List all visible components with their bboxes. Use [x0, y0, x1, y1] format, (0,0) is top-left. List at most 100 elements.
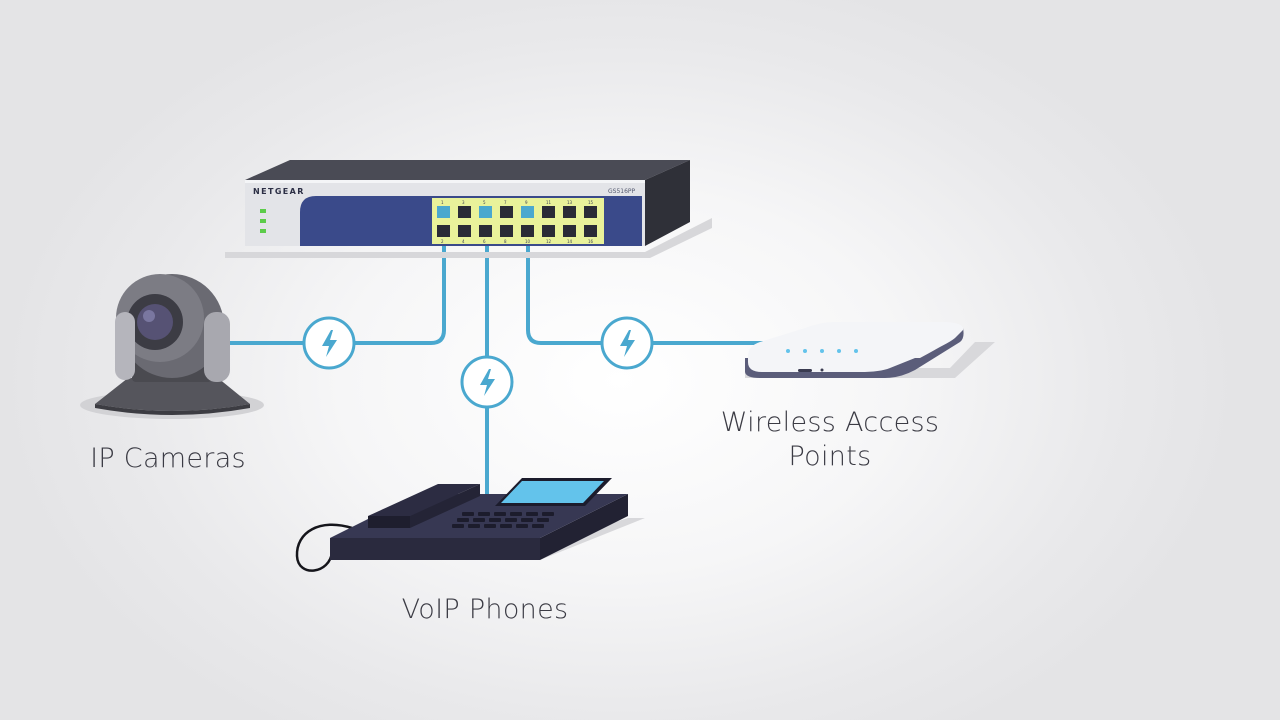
phone-key — [500, 524, 512, 528]
port-number: 11 — [546, 200, 552, 205]
port-area — [432, 198, 604, 244]
phone-key — [526, 512, 538, 516]
port-number: 14 — [567, 239, 573, 244]
port-number: 12 — [546, 239, 552, 244]
ethernet-port — [479, 225, 492, 237]
port-number: 8 — [504, 239, 507, 244]
phone-key — [537, 518, 549, 522]
ethernet-port — [521, 206, 534, 218]
phone-handset-side — [410, 484, 480, 528]
ethernet-ports — [437, 206, 597, 237]
port-number: 7 — [504, 200, 507, 205]
phone-key — [473, 518, 485, 522]
ap-led — [803, 349, 807, 353]
port-number: 3 — [462, 200, 465, 205]
phone-screen — [501, 481, 604, 503]
camera-arm-right — [204, 312, 230, 382]
phone-base-side — [540, 494, 628, 560]
poe-lightning-icon — [302, 316, 356, 370]
cable-camera — [223, 220, 446, 345]
phone-key — [484, 524, 496, 528]
port-number: 15 — [588, 200, 594, 205]
phone-key — [494, 512, 506, 516]
camera-base-rim — [95, 404, 250, 415]
port-number: 5 — [483, 200, 486, 205]
switch-brand: NETGEAR — [253, 187, 305, 196]
phone-key — [510, 512, 522, 516]
ap-led — [837, 349, 841, 353]
ethernet-port — [437, 225, 450, 237]
ap-status-leds — [786, 349, 858, 353]
ap-body-top — [748, 322, 964, 372]
ethernet-port — [584, 206, 597, 218]
phone-handset-top — [368, 484, 480, 516]
switch-model: GS516PP — [608, 188, 636, 195]
port-number: 2 — [441, 239, 444, 244]
phone-base-front — [330, 538, 540, 560]
ap-led — [786, 349, 790, 353]
port-number: 16 — [588, 239, 594, 244]
status-led — [260, 209, 266, 213]
phone-key — [489, 518, 501, 522]
phone-key — [478, 512, 490, 516]
ethernet-port — [500, 206, 513, 218]
phone-key — [532, 524, 544, 528]
ethernet-port — [563, 225, 576, 237]
status-led — [260, 219, 266, 223]
wireless-access-points-label: Wireless Access Points — [700, 406, 960, 474]
status-led — [260, 229, 266, 233]
ethernet-port — [479, 206, 492, 218]
ethernet-port — [500, 225, 513, 237]
phone-handset-front — [368, 516, 410, 528]
port-number: 6 — [483, 239, 486, 244]
ethernet-port — [542, 206, 555, 218]
ap-led — [854, 349, 858, 353]
ap-port — [798, 369, 812, 372]
poe-lightning-icon — [460, 355, 514, 409]
ip-camera — [80, 274, 264, 419]
voip-phone — [295, 478, 645, 572]
voip-phones-label: VoIP Phones — [401, 594, 569, 625]
switch-front-highlight — [245, 180, 645, 183]
poe-lightning-icon — [600, 316, 654, 370]
cable-access-point — [526, 220, 770, 345]
ethernet-port — [521, 225, 534, 237]
ethernet-port — [584, 225, 597, 237]
phone-keypad — [452, 512, 554, 528]
phone-key — [457, 518, 469, 522]
poe-icons — [302, 316, 654, 409]
wireless-access-points-label-line1: Wireless Access — [720, 407, 940, 438]
phone-key — [542, 512, 554, 516]
port-number: 4 — [462, 239, 465, 244]
camera-base — [95, 378, 250, 411]
phone-key — [521, 518, 533, 522]
phone-cord — [295, 523, 353, 572]
ethernet-port — [437, 206, 450, 218]
switch-shadow — [225, 218, 712, 258]
switch-side — [645, 160, 690, 246]
ethernet-port — [563, 206, 576, 218]
phone-key — [452, 524, 464, 528]
camera-lens — [137, 304, 173, 340]
wireless-access-point — [745, 322, 995, 378]
ap-button — [820, 368, 824, 372]
port-number: 13 — [567, 200, 573, 205]
ethernet-port — [458, 225, 471, 237]
phone-key — [505, 518, 517, 522]
wireless-access-points-label-line2: Points — [788, 441, 872, 472]
ip-cameras-label: IP Cameras — [90, 443, 246, 474]
switch-top — [245, 160, 690, 180]
port-number: 1 — [441, 200, 444, 205]
camera-lens-glint — [143, 310, 155, 322]
phone-key — [462, 512, 474, 516]
camera-arm-left — [115, 312, 135, 380]
phone-key — [468, 524, 480, 528]
ethernet-port — [458, 206, 471, 218]
ap-led — [820, 349, 824, 353]
port-number: 9 — [525, 200, 528, 205]
ethernet-port — [542, 225, 555, 237]
